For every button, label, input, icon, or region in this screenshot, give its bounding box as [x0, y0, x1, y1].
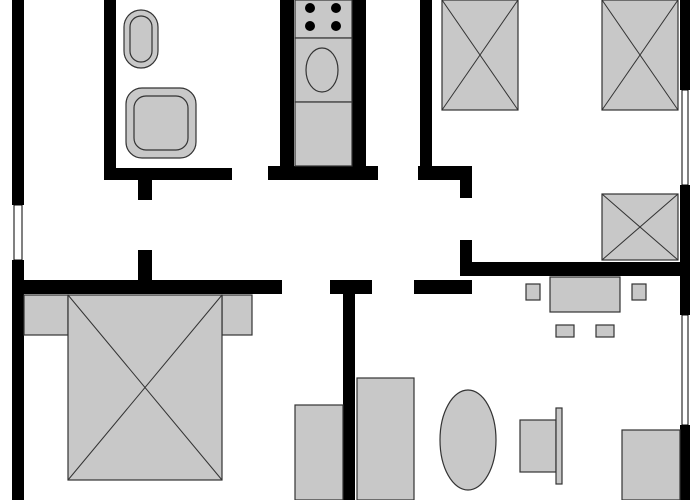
wall-hall-bottom-right [414, 280, 472, 294]
wall-bathroom-left [104, 0, 116, 180]
sofa-icon [356, 377, 415, 500]
wall-stub [138, 250, 152, 282]
wall-stub [460, 180, 472, 198]
toilet-seat [129, 15, 153, 63]
window-left [13, 204, 23, 261]
window-right-lower [681, 314, 689, 426]
chair-icon [595, 324, 615, 338]
desk [549, 276, 621, 313]
wall-kitchen-right [352, 0, 366, 168]
armchair-icon [519, 419, 557, 473]
cabinet-icon [621, 429, 681, 500]
chair-icon [555, 324, 575, 338]
basin [133, 95, 189, 151]
chair-icon [631, 283, 647, 301]
wall-right-upper [680, 0, 690, 90]
sink-icon [305, 47, 339, 93]
armchair-back [555, 407, 563, 485]
wall-living-top [460, 262, 690, 276]
wall-hall-bottom [24, 280, 282, 294]
window-right-upper [681, 89, 689, 186]
furniture [23, 0, 681, 500]
nightstand [23, 294, 69, 336]
wardrobe-icon [601, 193, 679, 261]
wall-bedroom-left [420, 0, 432, 180]
counter [294, 101, 353, 167]
bed-icon [441, 0, 519, 111]
table-icon [439, 389, 497, 491]
nightstand [221, 294, 253, 336]
bed-icon [601, 0, 679, 111]
chair-icon [525, 283, 541, 301]
wall-right-lower [680, 425, 690, 500]
burner [305, 3, 315, 13]
burner [331, 21, 341, 31]
stove-icon [294, 0, 353, 39]
wardrobe-icon [294, 404, 344, 500]
wall-bathroom-bottom [104, 168, 232, 180]
wall-stub [138, 180, 152, 200]
wall-kitchen-left [280, 0, 294, 180]
wall-left-upper [12, 0, 24, 205]
burner [331, 3, 341, 13]
wall-bedroom-bottom [418, 166, 472, 180]
wall-left-lower [12, 260, 24, 500]
walls [12, 0, 690, 500]
wall-kitchen-bottom [268, 166, 378, 180]
burner [305, 21, 315, 31]
wall-right-mid [680, 185, 690, 315]
wall-bedroom-living [343, 280, 355, 500]
double-bed-icon [67, 294, 223, 481]
